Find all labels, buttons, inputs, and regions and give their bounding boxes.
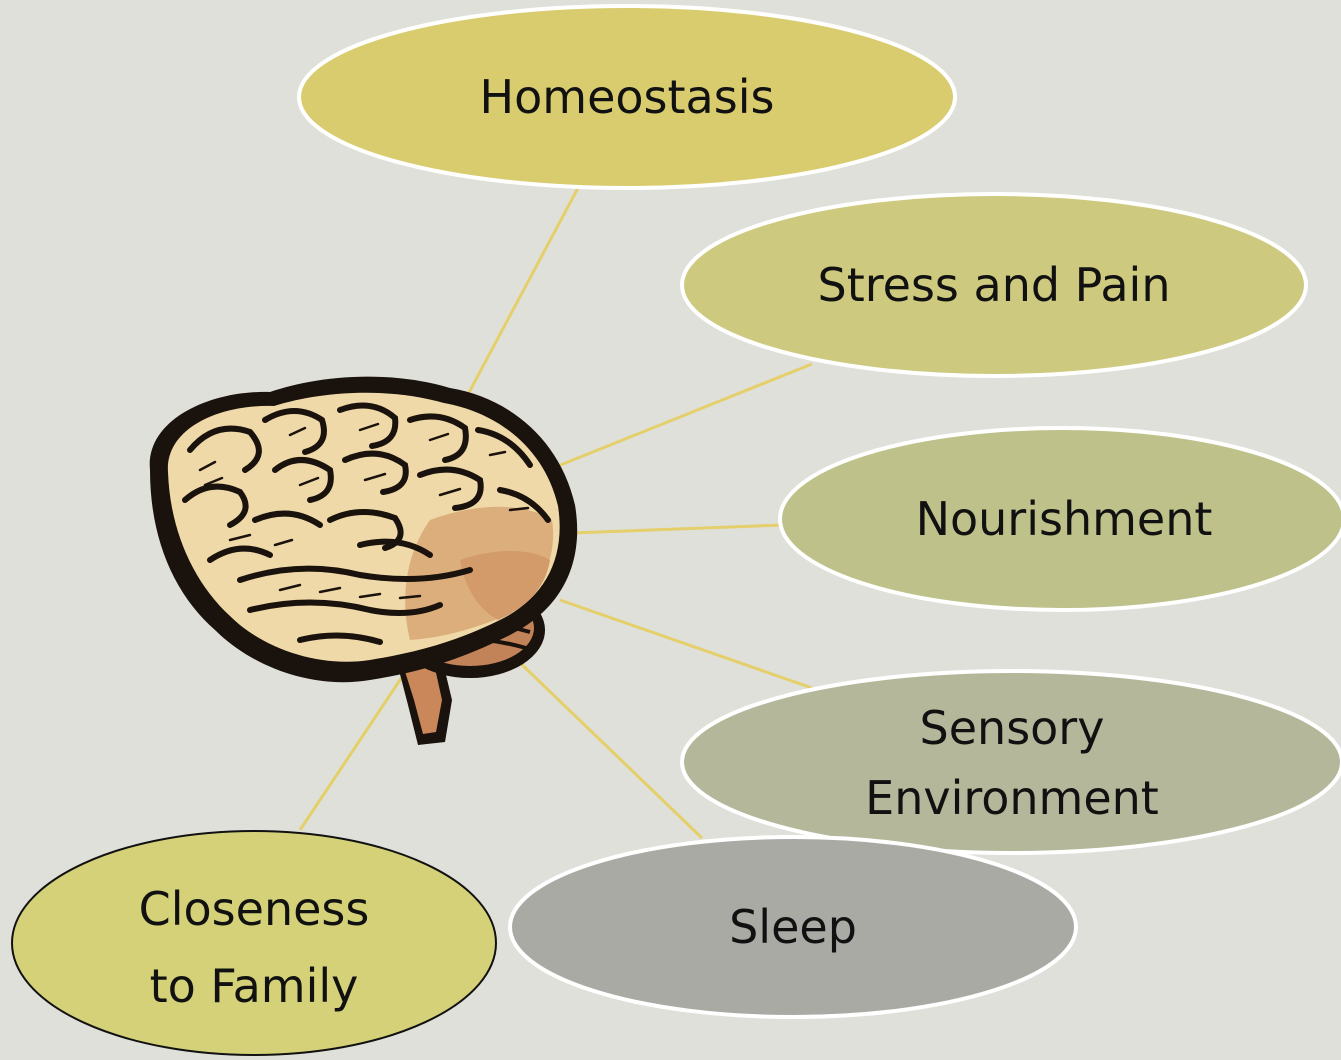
- bubble-sleep-label: Sleep: [729, 900, 857, 954]
- connector-nourishment: [572, 525, 783, 533]
- brain-icon: [150, 377, 577, 745]
- bubble-sensory-environment-label-line1: Sensory: [920, 701, 1105, 755]
- connector-sensory-environment: [560, 600, 812, 688]
- connector-stress-and-pain: [548, 364, 812, 470]
- bubble-closeness-to-family-shape: [12, 831, 496, 1055]
- bubble-sensory-environment-shape: [682, 671, 1341, 853]
- bubble-closeness-to-family-label-line1: Closeness: [139, 882, 370, 936]
- bubble-closeness-to-family: Closeness to Family: [12, 831, 496, 1055]
- bubble-nourishment-label: Nourishment: [916, 492, 1213, 546]
- bubble-homeostasis-label: Homeostasis: [480, 70, 775, 124]
- bubble-sensory-environment: Sensory Environment: [682, 671, 1341, 853]
- connector-homeostasis: [465, 188, 578, 400]
- bubble-stress-and-pain: Stress and Pain: [682, 194, 1306, 376]
- bubble-sleep: Sleep: [510, 837, 1076, 1017]
- bubble-stress-and-pain-label: Stress and Pain: [818, 258, 1171, 312]
- bubble-sensory-environment-label-line2: Environment: [865, 771, 1159, 825]
- bubble-nourishment: Nourishment: [780, 428, 1341, 610]
- connector-sleep: [515, 658, 702, 838]
- bubble-homeostasis: Homeostasis: [299, 6, 955, 188]
- bubble-closeness-to-family-label-line2: to Family: [150, 959, 359, 1013]
